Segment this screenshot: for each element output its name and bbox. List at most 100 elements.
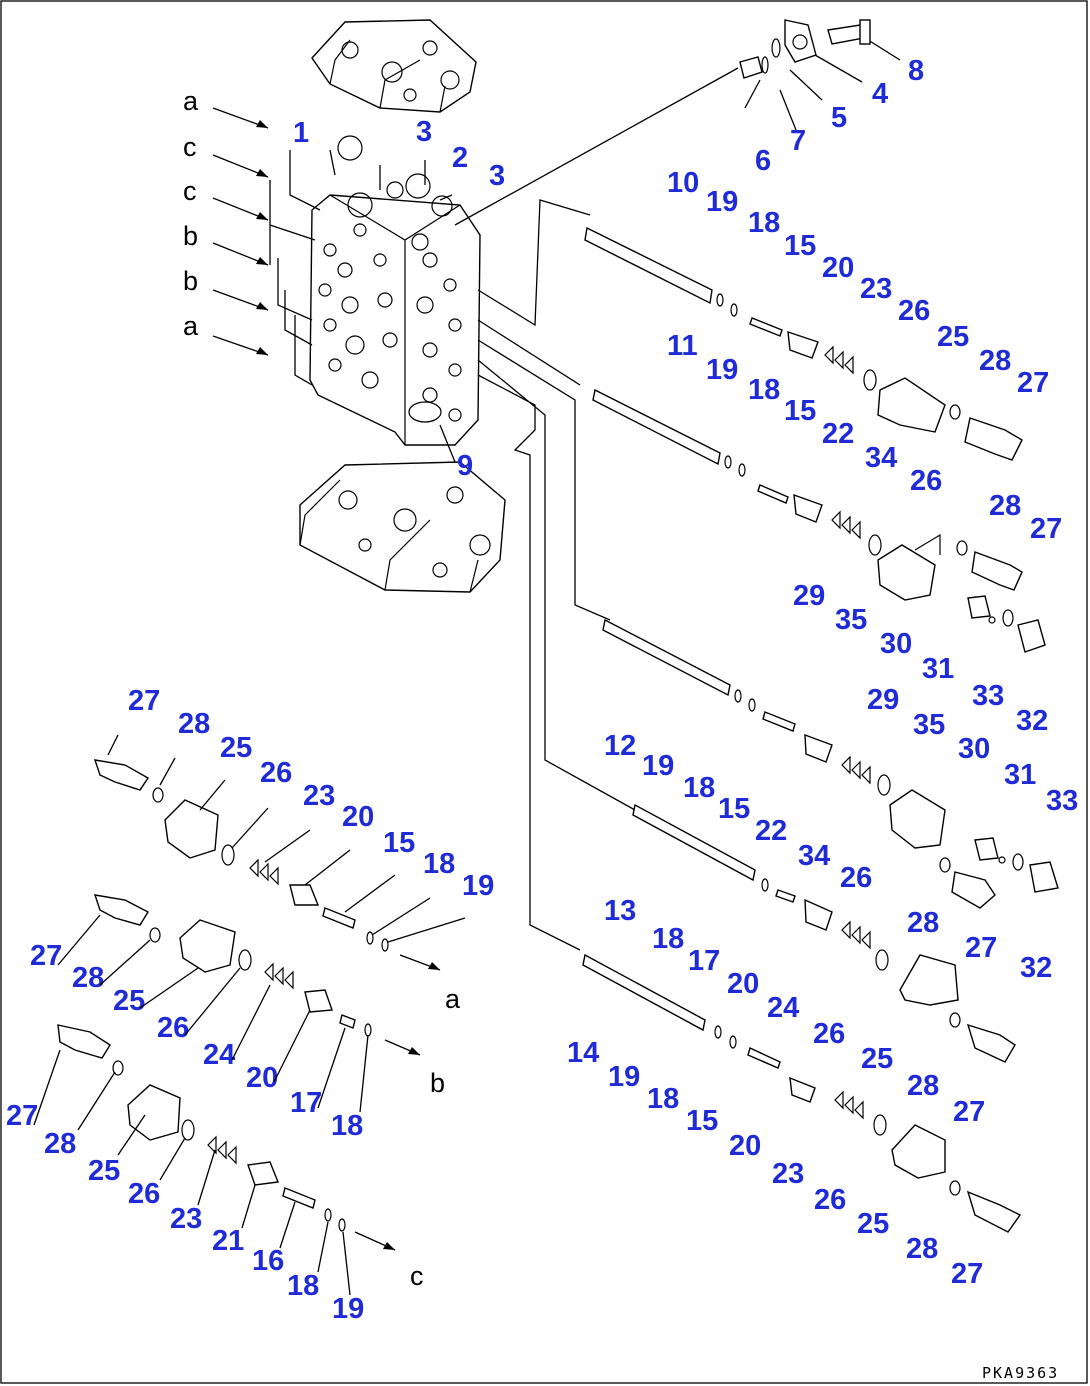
callout-number: 28 — [906, 1233, 938, 1265]
callout-number: 10 — [667, 167, 699, 199]
top-cover-illustration — [311, 19, 477, 113]
guide-letter: c — [183, 176, 197, 206]
callout-number: 35 — [913, 709, 945, 741]
callout-number: 25 — [88, 1155, 120, 1187]
callout-number: 35 — [835, 604, 867, 636]
callout-number: 32 — [1016, 705, 1048, 737]
callout-number: 19 — [706, 186, 738, 218]
callout-number: 24 — [767, 992, 799, 1024]
callout-number: 25 — [220, 732, 252, 764]
callout-number: 29 — [867, 684, 899, 716]
callout-number: 18 — [683, 772, 715, 804]
callout-number: 28 — [44, 1128, 76, 1160]
callout-number: 34 — [865, 442, 897, 474]
callout-number: 28 — [72, 962, 104, 994]
valve-body-illustration — [309, 135, 481, 446]
callout-number: 26 — [157, 1012, 189, 1044]
callout-number: 11 — [667, 330, 698, 362]
left-row-c — [57, 1024, 396, 1251]
callout-number: 15 — [686, 1105, 718, 1137]
callout-number: 18 — [647, 1083, 679, 1115]
callout-number: 28 — [989, 490, 1021, 522]
callout-number: 28 — [907, 1070, 939, 1102]
callout-number: 27 — [965, 932, 997, 964]
callout-number: 25 — [861, 1043, 893, 1075]
callout-number: 26 — [814, 1184, 846, 1216]
spool-row-14 — [582, 953, 1022, 1233]
callout-number: 27 — [128, 685, 160, 717]
callout-number: 26 — [260, 757, 292, 789]
guide-letter: b — [183, 266, 198, 296]
callout-number: 15 — [784, 230, 816, 262]
callout-number: 1 — [293, 117, 309, 149]
callout-number: 18 — [652, 923, 684, 955]
callout-number: 32 — [1020, 952, 1052, 984]
callout-number: 20 — [729, 1130, 761, 1162]
left-row-a — [93, 759, 441, 971]
callout-number: 19 — [642, 750, 674, 782]
callout-number: 23 — [860, 273, 892, 305]
callout-number: 21 — [212, 1225, 244, 1257]
callout-number: 30 — [880, 628, 912, 660]
callout-number: 12 — [604, 730, 636, 762]
callout-number: 3 — [416, 116, 432, 148]
callout-number: 14 — [567, 1037, 599, 1069]
bottom-cover-illustration — [299, 461, 506, 593]
callout-number: 19 — [608, 1061, 640, 1093]
callout-number: 22 — [755, 815, 787, 847]
callout-number: 27 — [1030, 513, 1062, 545]
callout-number: 17 — [688, 945, 720, 977]
left-row-b — [93, 894, 421, 1056]
spool-row-11 — [592, 388, 1046, 653]
callout-number: 27 — [951, 1258, 983, 1290]
callout-number: 25 — [937, 321, 969, 353]
callout-number: 18 — [423, 848, 455, 880]
callout-number: 33 — [1046, 785, 1078, 817]
callout-number: 20 — [342, 801, 374, 833]
callout-number: 20 — [246, 1062, 278, 1094]
spool-row-10 — [584, 226, 1023, 461]
callout-number: 25 — [113, 985, 145, 1017]
plug-parts-illustration — [739, 19, 871, 79]
guide-letter: c — [183, 132, 197, 162]
callout-number: 7 — [790, 125, 806, 157]
callout-number: 22 — [822, 418, 854, 450]
callout-number: 13 — [604, 895, 636, 927]
callout-number: 5 — [831, 102, 847, 134]
callout-number: 27 — [6, 1100, 38, 1132]
callout-leaders-left — [33, 734, 466, 1296]
callout-number: 20 — [822, 252, 854, 284]
spool-row-13 — [632, 803, 1016, 1063]
callout-number: 27 — [1017, 367, 1049, 399]
guide-letter: c — [410, 1261, 424, 1291]
callout-number: 3 — [489, 160, 505, 192]
callout-number: 20 — [727, 968, 759, 1000]
leader-lines — [329, 37, 901, 951]
callout-number: 18 — [748, 374, 780, 406]
callout-number: 15 — [718, 793, 750, 825]
callout-number: 4 — [872, 78, 888, 110]
callout-number: 15 — [383, 827, 415, 859]
callout-number: 16 — [252, 1245, 284, 1277]
callout-number: 17 — [290, 1087, 322, 1119]
callout-number: 18 — [331, 1110, 363, 1142]
callout-number: 15 — [784, 395, 816, 427]
spool-row-12 — [602, 618, 1059, 909]
callout-number: 23 — [303, 780, 335, 812]
callout-numbers: 1 3 2 3 8 4 5 7 6 9 10 19 18 15 20 23 26… — [6, 55, 1078, 1325]
drawing-code: PKA9363 — [982, 1364, 1059, 1382]
callout-number: 28 — [979, 345, 1011, 377]
callout-number: 6 — [755, 145, 771, 177]
callout-number: 26 — [910, 465, 942, 497]
callout-number: 27 — [953, 1096, 985, 1128]
callout-number: 18 — [287, 1270, 319, 1302]
callout-number: 18 — [748, 207, 780, 239]
callout-number: 19 — [462, 870, 494, 902]
callout-number: 28 — [907, 907, 939, 939]
callout-number: 28 — [178, 708, 210, 740]
callout-number: 26 — [813, 1018, 845, 1050]
callout-number: 19 — [332, 1293, 364, 1325]
